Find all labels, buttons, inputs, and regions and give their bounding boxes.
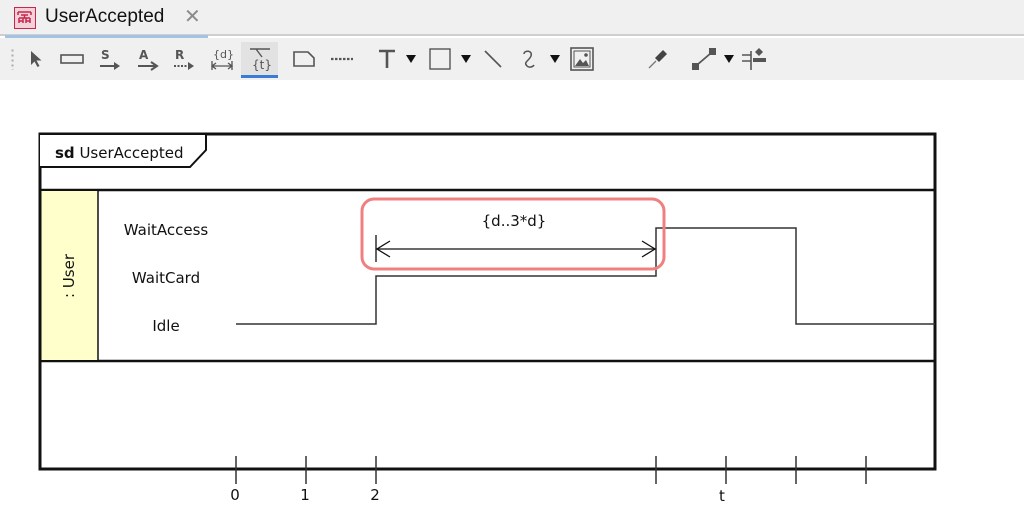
note-icon [293, 51, 315, 67]
svg-text:A: A [139, 48, 149, 62]
message-r-icon: R [174, 48, 194, 70]
async-message-tool-button[interactable]: A [134, 42, 162, 76]
note-link-tool-button[interactable] [328, 42, 356, 76]
frame-name-tab [40, 133, 207, 168]
state-timeline[interactable] [236, 227, 935, 325]
time-constraint-icon: {t} [249, 48, 272, 72]
time-constraint-tool-button[interactable]: {t} [241, 42, 278, 78]
duration-arrow[interactable] [375, 235, 657, 262]
text-tool-button[interactable] [374, 42, 400, 76]
diagram-toolbar: S A R {d} {t} [0, 38, 1024, 80]
svg-text:S: S [101, 48, 110, 62]
dropdown-arrow-icon [406, 55, 416, 63]
time-axis: 0 1 2 t [40, 456, 935, 505]
shape-tool-button[interactable] [426, 42, 454, 76]
dotted-line-icon [331, 57, 353, 61]
tab-bar: UserAccepted ✕ [0, 0, 1024, 38]
timing-diagram-icon [14, 7, 36, 29]
dropdown-arrow-icon [461, 55, 471, 63]
diagram-canvas[interactable]: sd UserAccepted : User WaitAccess WaitCa… [0, 80, 1024, 527]
duration-constraint-label[interactable]: {d..3*d} [482, 212, 547, 230]
state-label-idle: Idle [152, 317, 179, 335]
duration-constraint-highlight [360, 197, 666, 271]
svg-text:R: R [175, 48, 184, 62]
frame-border[interactable] [38, 132, 937, 471]
message-a-icon: A [138, 48, 159, 71]
image-icon [570, 47, 594, 71]
tick-label-0: 0 [230, 486, 240, 504]
duration-constraint-icon: {d} [210, 48, 234, 70]
line-icon [484, 50, 502, 68]
tab-title: UserAccepted [45, 6, 165, 27]
connector-icon [692, 48, 716, 70]
state-label-waitaccess: WaitAccess [124, 221, 209, 239]
text-dropdown-button[interactable] [403, 42, 419, 76]
frame-label: sd UserAccepted [55, 144, 184, 162]
lifeline-tool-button[interactable] [58, 42, 86, 76]
state-label-waitcard: WaitCard [132, 269, 200, 287]
shape-dropdown-button[interactable] [458, 42, 474, 76]
image-tool-button[interactable] [568, 42, 596, 76]
select-tool-button[interactable] [24, 42, 48, 76]
tick-label-1: 1 [300, 486, 310, 504]
tab-useraccepted[interactable]: UserAccepted ✕ [5, 0, 208, 38]
svg-text:{d}: {d} [213, 48, 234, 61]
connector-style-tool-button[interactable] [688, 42, 720, 76]
note-tool-button[interactable] [290, 42, 318, 76]
lifeline-name: : User [60, 253, 78, 298]
align-icon [742, 48, 766, 70]
curve-icon [523, 50, 535, 68]
freehand-dropdown-button[interactable] [547, 42, 563, 76]
toolbar-grip[interactable] [11, 48, 14, 70]
square-icon [429, 48, 451, 70]
duration-constraint-tool-button[interactable]: {d} [207, 42, 237, 76]
timing-diagram: sd UserAccepted : User WaitAccess WaitCa… [38, 132, 937, 505]
rectangle-icon [60, 54, 84, 64]
sync-message-tool-button[interactable]: S [96, 42, 124, 76]
line-tool-button[interactable] [479, 42, 507, 76]
tick-label-t: t [719, 487, 725, 505]
pin-tool-button[interactable] [644, 42, 672, 76]
freehand-tool-button[interactable] [515, 42, 543, 76]
svg-text:{t}: {t} [252, 58, 272, 72]
pin-icon [648, 50, 667, 69]
lifeline-name-box[interactable] [41, 191, 98, 360]
reply-message-tool-button[interactable]: R [170, 42, 198, 76]
align-tool-button[interactable] [738, 42, 770, 76]
text-icon [379, 49, 395, 68]
close-icon[interactable]: ✕ [184, 4, 201, 28]
pointer-icon [31, 51, 42, 67]
dropdown-arrow-icon [550, 55, 560, 63]
dropdown-arrow-icon [724, 55, 734, 63]
message-s-icon: S [100, 48, 120, 70]
tick-label-2: 2 [370, 486, 380, 504]
tab-active-indicator [5, 35, 208, 38]
connector-dropdown-button[interactable] [722, 42, 736, 76]
